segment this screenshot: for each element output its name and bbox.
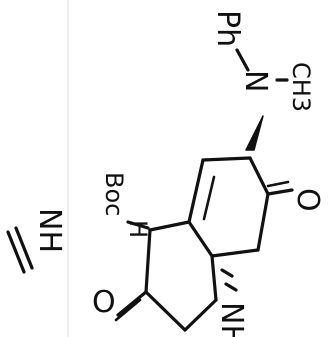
lactam-bond-bottom: [144, 290, 187, 332]
bond-boc-n: [126, 220, 150, 230]
side-mark-line-2: [14, 226, 34, 270]
amine-n-label: N: [238, 70, 273, 92]
methyl-label: CH3: [287, 62, 315, 112]
h-label: H: [124, 220, 152, 238]
bond-ph-n: [235, 48, 250, 72]
bond-junction-left: [148, 220, 191, 232]
ring-bond-right-upper: [248, 156, 270, 196]
carbonyl-bond-right-2: [266, 180, 290, 188]
side-nh-label: NH: [32, 208, 67, 253]
ring-fusion-bond: [187, 220, 214, 258]
ketone-o-label: O: [290, 188, 325, 212]
carbonyl-bond-right: [266, 188, 294, 196]
lactam-carbonyl-bond: [116, 290, 148, 317]
lactam-carbonyl-bond-2: [114, 298, 142, 322]
side-mark-line-1: [6, 230, 26, 274]
hashed-bond-1: [220, 268, 234, 278]
boc-label: Boc: [100, 172, 128, 216]
wedge-bond-n-ring: [245, 115, 264, 151]
lactam-bond-left: [144, 228, 152, 294]
lactam-bond-junction: [210, 254, 218, 302]
lactam-bond-right: [183, 298, 218, 332]
nh-label: NH: [214, 302, 249, 337]
ring-bond-right-lower: [256, 192, 270, 252]
lactam-o-label: O: [92, 285, 116, 320]
hashed-bond-2: [224, 282, 238, 292]
ring-bond-bottom: [210, 248, 260, 258]
ring-double-bond-inner: [202, 175, 216, 221]
phenyl-label: Ph: [210, 10, 245, 47]
ring-bond-top: [201, 156, 252, 162]
ring-bond-left: [187, 158, 205, 224]
